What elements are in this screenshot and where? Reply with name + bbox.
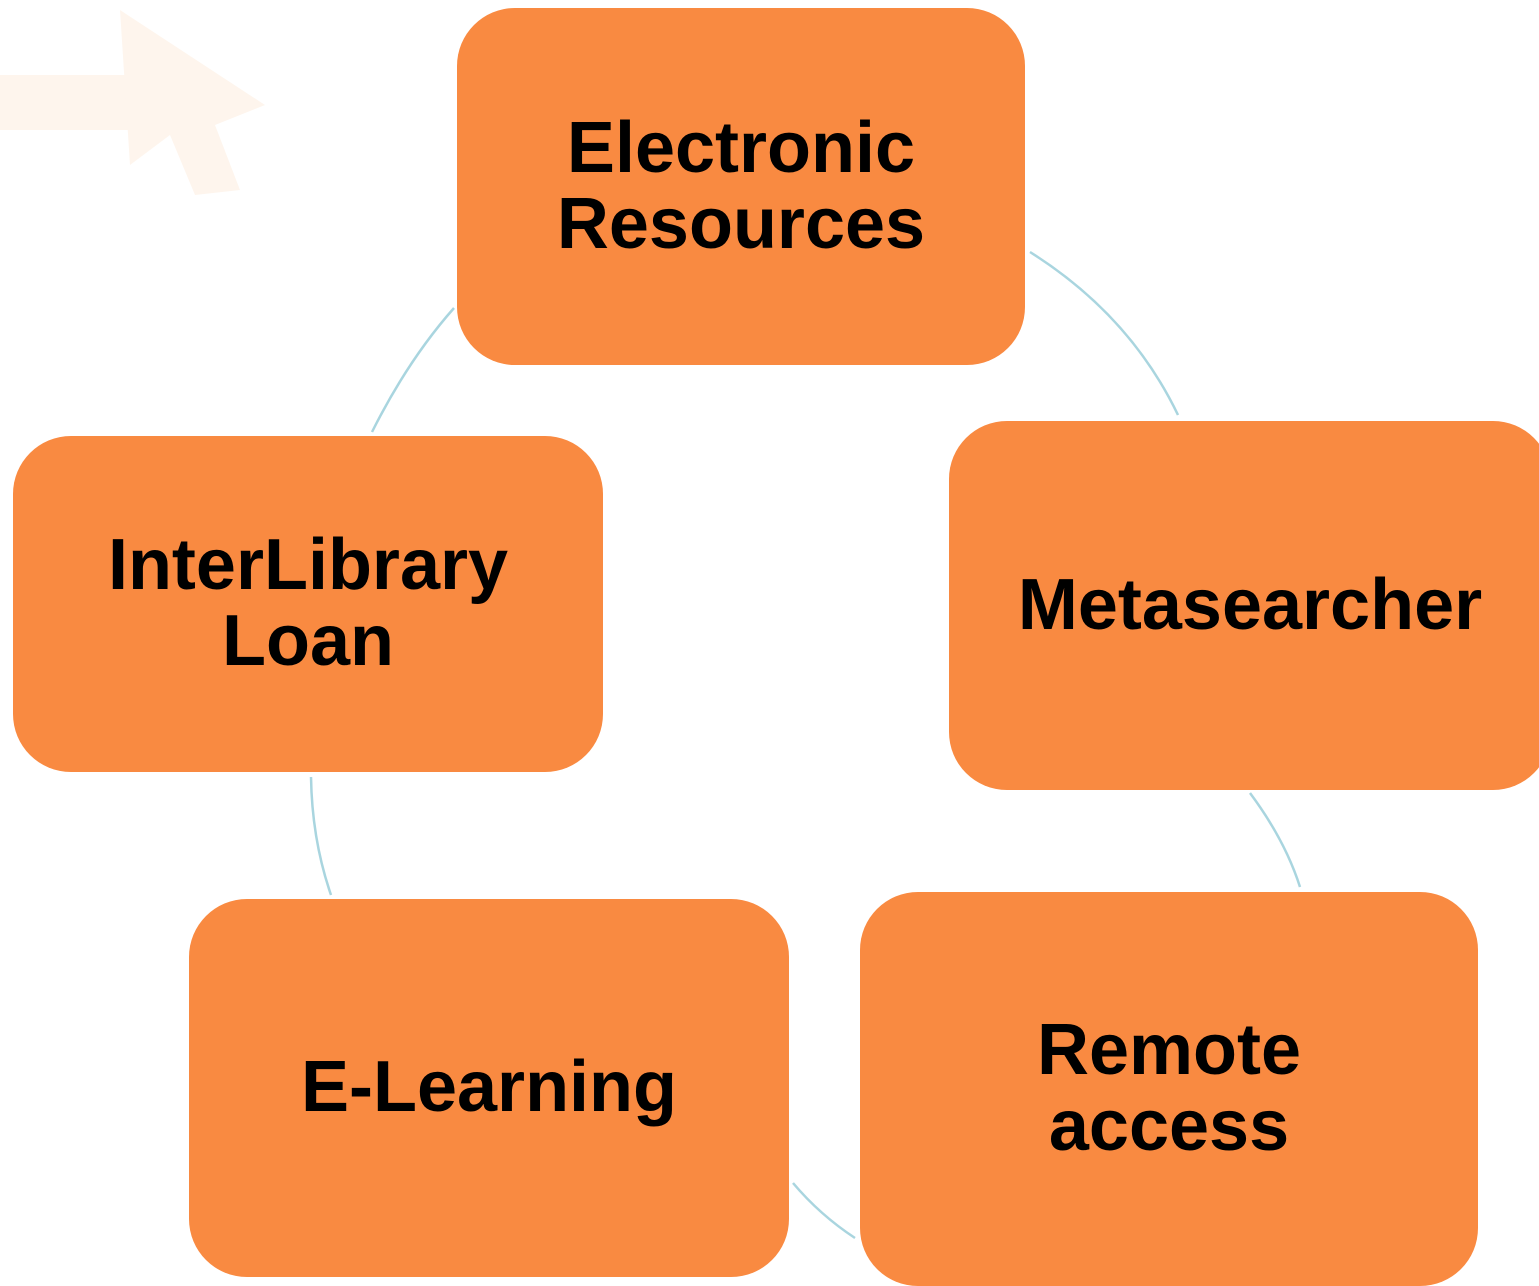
node-interlibrary-loan: InterLibrary Loan xyxy=(13,436,603,772)
node-label-remote-access: Remote access xyxy=(1036,1010,1302,1166)
node-label-metasearcher: Metasearcher xyxy=(1017,564,1483,645)
connector-electronic-to-meta xyxy=(1029,250,1180,416)
node-electronic-resources: Electronic Resources xyxy=(457,8,1025,365)
connector-ill-to-electronic xyxy=(370,307,455,433)
background-cursor-arrow-icon xyxy=(0,10,265,195)
node-remote-access: Remote access xyxy=(860,892,1478,1286)
node-e-learning: E-Learning xyxy=(189,899,789,1277)
connector-meta-to-remote xyxy=(1248,792,1302,888)
node-label-e-learning: E-Learning xyxy=(300,1047,678,1128)
node-label-interlibrary-loan: InterLibrary Loan xyxy=(107,525,509,681)
node-label-electronic-resources: Electronic Resources xyxy=(556,107,926,264)
connector-elearning-to-ill xyxy=(309,776,333,896)
connector-remote-to-elearning xyxy=(792,1182,856,1240)
node-metasearcher: Metasearcher xyxy=(949,421,1539,790)
